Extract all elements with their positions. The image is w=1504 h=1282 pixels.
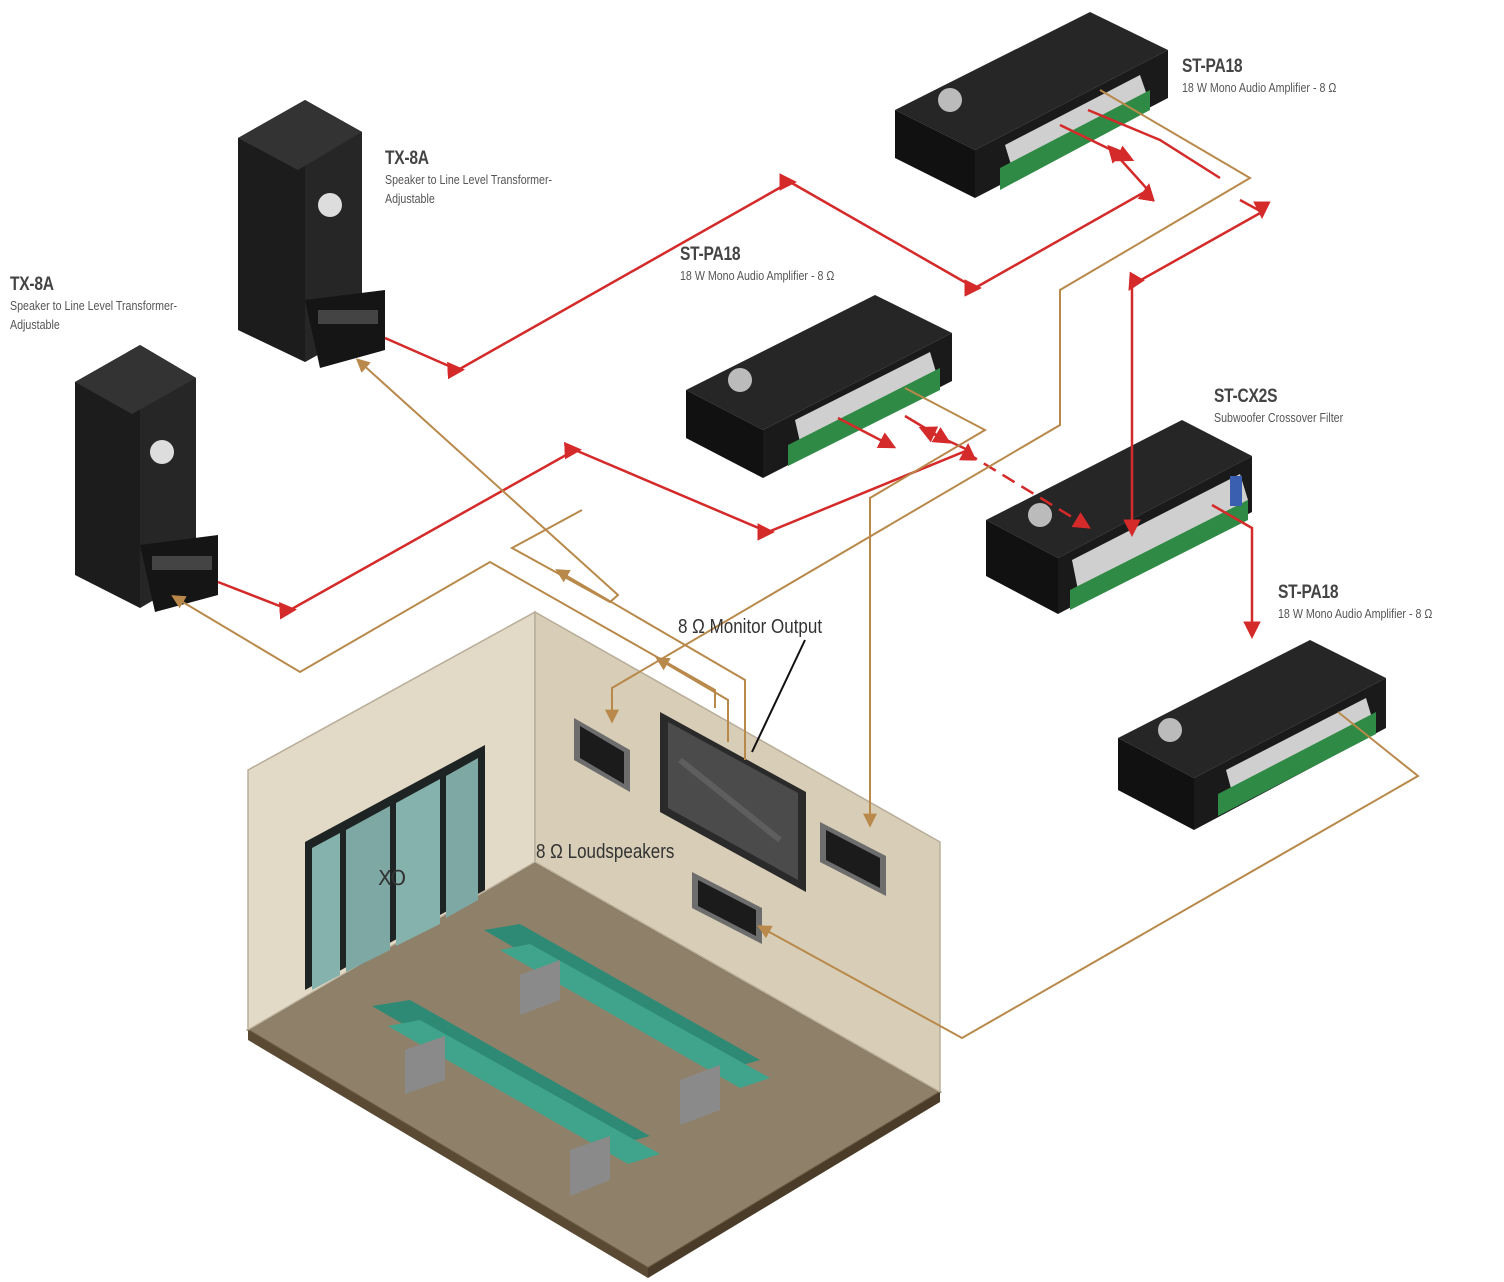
line-level-signal-wiring xyxy=(217,108,1271,639)
bench-front xyxy=(372,1000,660,1196)
speaker-tx8a-left-input xyxy=(171,560,716,708)
svg-text:XO: XO xyxy=(378,866,406,890)
signal-mid2-to-stcx2s xyxy=(904,414,952,444)
tx8a-top-desc-line2: Adjustable xyxy=(385,191,435,206)
stpa18-mid-model: ST-PA18 xyxy=(680,244,741,265)
tx8a-left-desc-line2: Adjustable xyxy=(10,317,60,332)
signal-stcx2s-feed xyxy=(964,450,1091,529)
speaker-stpa18-mid-out xyxy=(863,387,988,828)
stpa18-right-model: ST-PA18 xyxy=(1278,582,1339,603)
loudspeaker-left xyxy=(574,718,630,792)
signal-top-loop xyxy=(1059,123,1135,162)
stcx2s-device xyxy=(986,420,1252,614)
stpa18-right-desc: 18 W Mono Audio Amplifier - 8 Ω xyxy=(1278,606,1433,621)
stpa18-right-label: ST-PA18 18 W Mono Audio Amplifier - 8 Ω xyxy=(1278,582,1466,623)
bench-back xyxy=(484,924,770,1125)
stcx2s-model: ST-CX2S xyxy=(1214,386,1278,407)
monitor-output-callout: 8 Ω Monitor Output xyxy=(678,616,823,638)
loudspeakers-callout: 8 Ω Loudspeakers xyxy=(536,841,675,863)
monitor xyxy=(660,712,806,892)
signal-tx8a-top-to-stpa18-top xyxy=(384,144,1155,380)
room-floor-edge xyxy=(248,1030,648,1278)
speaker-stpa18-top-out xyxy=(605,89,1252,724)
speaker-wiring xyxy=(171,89,1420,1040)
speaker-monitor-feed2 xyxy=(655,657,729,742)
monitor-output-leader xyxy=(751,639,806,753)
stpa18-top-desc: 18 W Mono Audio Amplifier - 8 Ω xyxy=(1182,80,1337,95)
tx8a-top-device xyxy=(238,100,385,368)
stcx2s-label: ST-CX2S Subwoofer Crossover Filter xyxy=(1214,386,1372,427)
tx8a-left-label: TX-8A Speaker to Line Level Transformer-… xyxy=(10,274,214,334)
stpa18-top-model: ST-PA18 xyxy=(1182,56,1243,77)
signal-stpa18-top-to-stcx2s xyxy=(1087,108,1221,180)
tx8a-left-model: TX-8A xyxy=(10,274,54,295)
stpa18-mid-device xyxy=(686,295,952,478)
tx8a-left-device xyxy=(75,345,218,612)
tx8a-top-label: TX-8A Speaker to Line Level Transformer-… xyxy=(385,148,589,208)
stcx2s-desc: Subwoofer Crossover Filter xyxy=(1214,410,1344,425)
speaker-stpa18-right-out xyxy=(757,711,1420,1040)
stpa18-mid-label: ST-PA18 18 W Mono Audio Amplifier - 8 Ω xyxy=(680,244,868,285)
room: XO xyxy=(246,610,942,1278)
tx8a-top-desc-line1: Speaker to Line Level Transformer- xyxy=(385,172,553,187)
speaker-tx8a-top-input xyxy=(355,358,620,604)
stpa18-right-device xyxy=(1118,640,1386,830)
signal-stcx2s-to-stpa18-right xyxy=(1211,503,1261,639)
room-floor-edge-right xyxy=(648,1092,940,1278)
signal-mid-to-stcx2s xyxy=(837,416,897,449)
stpa18-mid-desc: 18 W Mono Audio Amplifier - 8 Ω xyxy=(680,268,835,283)
signal-down-to-stcx2s xyxy=(1123,198,1271,537)
tx8a-top-model: TX-8A xyxy=(385,148,429,169)
loudspeaker-right xyxy=(820,822,886,896)
speaker-monitor-feed xyxy=(555,569,746,760)
signal-tx8a-left-to-stpa18-mid xyxy=(217,426,977,620)
glass-doors: XO xyxy=(305,745,485,990)
tx8a-left-desc-line1: Speaker to Line Level Transformer- xyxy=(10,298,178,313)
loudspeaker-bottom xyxy=(692,872,762,944)
stpa18-top-label: ST-PA18 18 W Mono Audio Amplifier - 8 Ω xyxy=(1182,56,1370,97)
